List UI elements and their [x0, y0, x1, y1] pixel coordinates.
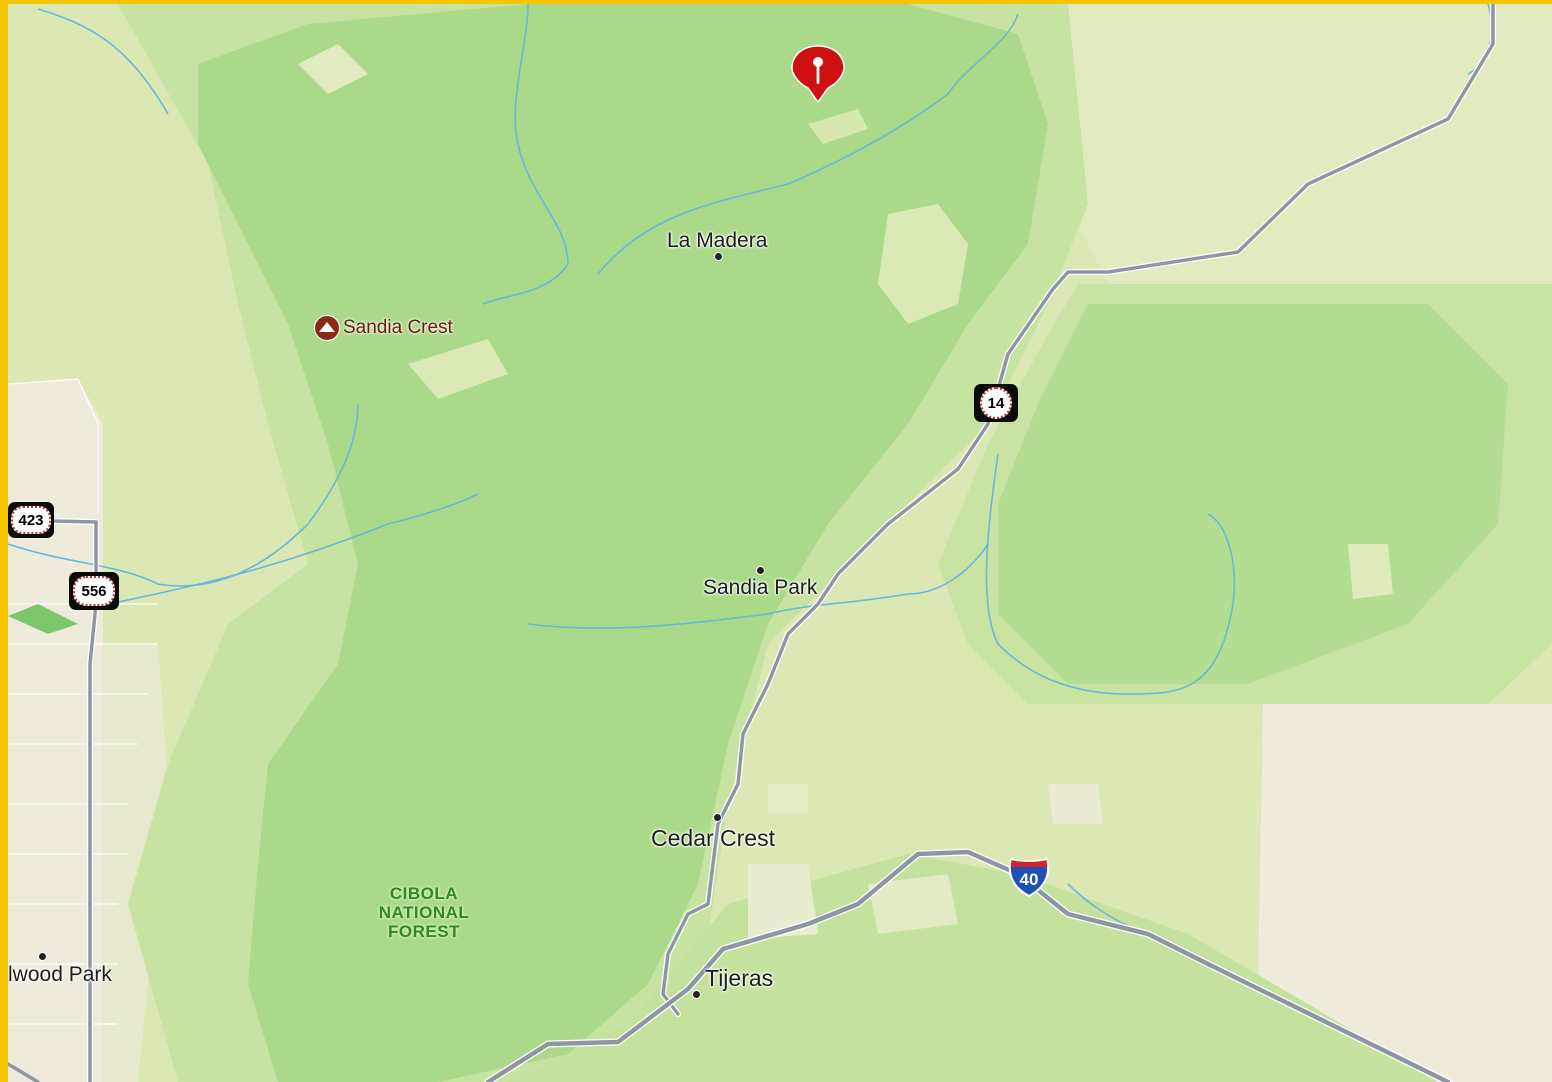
poi-label-sandia-crest: Sandia Crest	[343, 317, 453, 338]
mountain-peak-icon	[314, 315, 340, 341]
route-number-nm14: 14	[980, 387, 1012, 419]
open-land-east	[1068, 4, 1552, 304]
route-shield-i40[interactable]: 40	[1008, 856, 1050, 898]
map-pin-icon[interactable]	[790, 44, 846, 104]
clearing-6	[868, 874, 958, 934]
clearing-8	[1348, 544, 1393, 599]
clearing-7	[1048, 784, 1103, 824]
clearing-3	[408, 339, 508, 399]
road-sw	[8, 1062, 40, 1082]
place-label-la-madera[interactable]: La Madera	[667, 229, 768, 252]
forest-label-line2: NATIONAL	[378, 903, 470, 922]
road-i40	[485, 849, 1451, 1082]
clearing-1	[878, 204, 968, 324]
map-canvas[interactable]	[8, 4, 1552, 1082]
forest-label-line3: FOREST	[388, 922, 460, 941]
place-dot-elwood-park	[38, 952, 47, 961]
map-frame[interactable]: La Madera Sandia Crest Sandia Park Cedar…	[8, 4, 1552, 1082]
place-label-sandia-park[interactable]: Sandia Park	[703, 576, 818, 599]
forest-label-cibola[interactable]: CIBOLA NATIONAL FOREST	[362, 884, 486, 941]
place-dot-tijeras	[692, 990, 701, 999]
forest-core	[198, 4, 1048, 1082]
clearing-2	[808, 109, 868, 144]
place-dot-sandia-park	[756, 566, 765, 575]
clearing-4	[768, 784, 808, 814]
forest-label-line1: CIBOLA	[389, 884, 459, 903]
place-label-elwood-park[interactable]: lwood Park	[8, 963, 112, 986]
route-shield-nm14[interactable]: 14	[974, 384, 1018, 422]
urban-west	[8, 379, 103, 1082]
interstate-shield-icon	[1008, 857, 1050, 898]
forest-south	[508, 854, 1438, 1082]
poi-sandia-crest[interactable]: Sandia Crest	[314, 315, 453, 341]
roads	[8, 4, 1496, 1082]
clearing-9	[298, 44, 368, 94]
route-shield-nm423[interactable]: 423	[8, 502, 54, 538]
urban-west-2	[103, 644, 168, 1082]
place-dot-cedar-crest	[713, 813, 722, 822]
place-dot-la-madera	[714, 252, 723, 261]
route-number-i40: 40	[1019, 870, 1039, 889]
waterways	[8, 4, 1493, 935]
route-number-nm423: 423	[11, 506, 51, 534]
clearing-5	[748, 864, 818, 939]
route-number-nm556: 556	[73, 576, 115, 606]
road-nm14	[661, 4, 1495, 1016]
place-label-tijeras[interactable]: Tijeras	[705, 965, 774, 991]
place-label-cedar-crest[interactable]: Cedar Crest	[651, 825, 775, 851]
route-shield-nm556[interactable]: 556	[69, 572, 119, 610]
airstrip	[8, 604, 78, 634]
urban-east	[1258, 704, 1552, 1082]
